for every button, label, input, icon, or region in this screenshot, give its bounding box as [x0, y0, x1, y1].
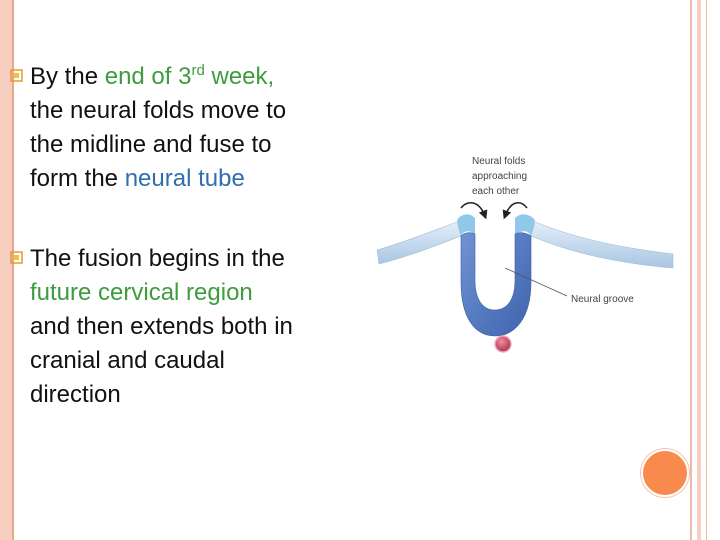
decorative-orange-dot — [641, 449, 689, 497]
bullet-line: future cervical region — [10, 276, 340, 310]
ectoderm-left — [376, 221, 462, 265]
bullet-2-text: The fusion begins in the future cervical … — [10, 242, 340, 412]
curved-arrow-icon — [460, 202, 488, 220]
bullet-line: form the neural tube — [10, 162, 340, 196]
bullet-line: and then extends both in — [10, 310, 340, 344]
label-neural-groove: Neural groove — [571, 294, 634, 305]
checkbox-bullet-icon — [10, 251, 23, 264]
bullet-item-1: By the end of 3rd week, the neural folds … — [10, 60, 340, 196]
highlighted-text: week, — [204, 63, 275, 90]
neural-groove-shape — [460, 232, 532, 337]
frame-band-left — [0, 0, 12, 540]
text-run: and then extends both in — [30, 313, 293, 340]
text-run: form the — [30, 165, 125, 192]
ectoderm-right — [530, 221, 674, 269]
highlighted-text: future cervical region — [30, 279, 253, 306]
label-neural-folds: Neural folds approaching each other — [472, 156, 530, 197]
bullet-1-text: By the end of 3rd week, the neural folds … — [10, 60, 340, 196]
bullet-line: The fusion begins in the — [10, 242, 340, 276]
leader-line-groove — [504, 267, 568, 297]
notochord — [494, 335, 512, 353]
bullet-line: the neural folds move to — [10, 94, 340, 128]
frame-line-right — [690, 0, 692, 540]
highlighted-text: neural tube — [124, 165, 245, 192]
neural-fold-left — [457, 214, 475, 236]
bullet-line: direction — [10, 378, 340, 412]
bullet-line: cranial and caudal — [10, 344, 340, 378]
bullet-item-2: The fusion begins in the future cervical … — [10, 242, 340, 412]
bullet-line: By the end of 3rd week, — [10, 60, 340, 94]
frame-line-right-outer — [706, 0, 707, 540]
neural-fold-right — [515, 214, 535, 236]
bullet-line: the midline and fuse to — [10, 128, 340, 162]
curved-arrow-icon — [502, 202, 528, 220]
neural-groove-diagram: Neural folds approaching each other Neur… — [376, 156, 674, 353]
checkbox-bullet-icon — [10, 69, 23, 82]
text-run: the midline and fuse to — [30, 131, 272, 158]
frame-line-left — [12, 0, 14, 540]
text-run: cranial and caudal — [30, 347, 225, 374]
highlighted-text: end of 3 — [104, 63, 192, 90]
text-run: The fusion begins in the — [30, 245, 285, 272]
text-run: the neural folds move to — [30, 97, 287, 124]
frame-band-right — [697, 0, 701, 540]
text-run: direction — [30, 381, 121, 408]
highlighted-text: rd — [191, 62, 205, 79]
text-run: By the — [30, 63, 105, 90]
